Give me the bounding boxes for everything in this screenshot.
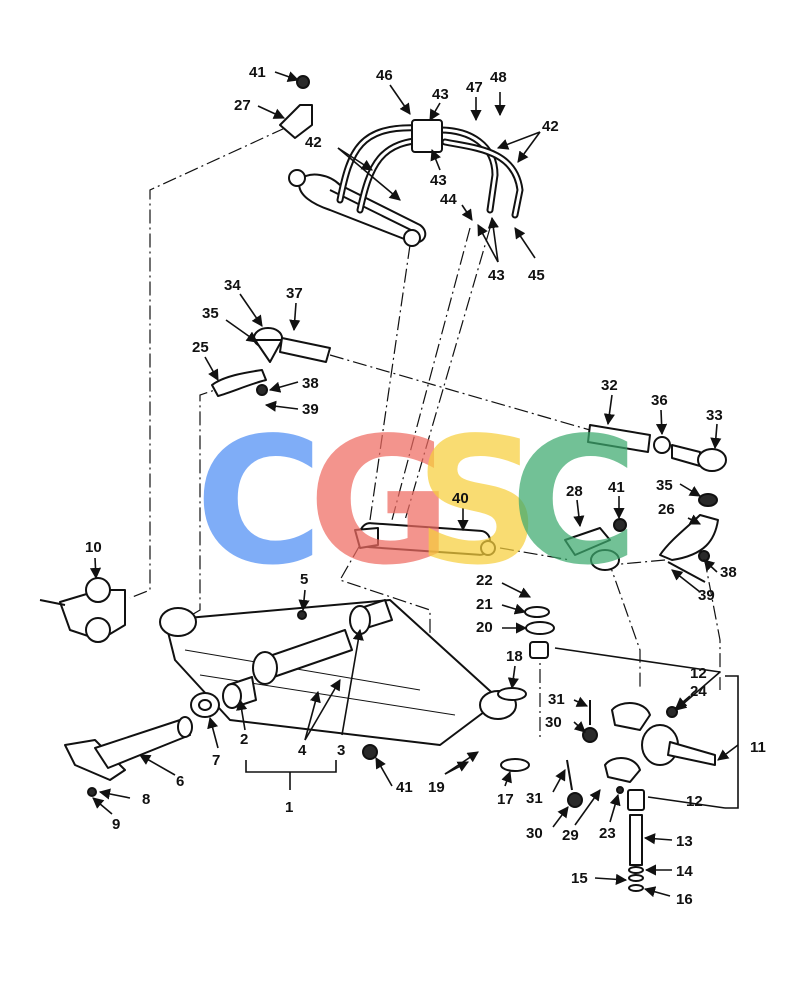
callout-31-b: 31 [526,790,543,807]
steering-knuckle [604,702,716,892]
callout-labels: 41 27 46 43 47 48 42 42 43 44 43 45 34 3… [85,64,766,908]
callout-39-right: 39 [698,587,715,604]
callout-37: 37 [286,285,303,302]
callout-33: 33 [706,407,723,424]
callout-30-b: 30 [526,825,543,842]
front-axle [159,599,517,746]
callout-22: 22 [476,572,493,589]
callout-43-c: 43 [488,267,505,284]
watermark-letter-2: G [308,401,452,604]
callout-45: 45 [528,267,545,284]
callout-15: 15 [571,870,588,887]
callout-21: 21 [476,596,493,613]
callout-9: 9 [112,816,120,833]
callout-16: 16 [676,891,693,908]
callout-28: 28 [566,483,583,500]
elbow-fitting [279,75,313,139]
callout-24: 24 [690,683,707,700]
center-line-arm-left [174,384,231,626]
callout-35-right: 35 [656,477,673,494]
callout-13: 13 [676,833,693,850]
center-line-cylinder [369,244,411,521]
callout-11: 11 [750,739,766,756]
line-art [39,75,727,892]
center-line-left [129,127,286,599]
callout-31-a: 31 [548,691,565,708]
steering-arm-left [211,369,268,397]
callout-7: 7 [212,752,220,769]
pivot-pin [64,692,220,797]
callout-25: 25 [192,339,209,356]
watermark: C G S C [195,401,638,604]
callout-32: 32 [601,377,618,394]
callout-26: 26 [658,501,675,518]
callout-23: 23 [599,825,616,842]
center-line-hose-a [391,227,471,521]
callout-41-bottom: 41 [396,779,413,796]
callout-42-left: 42 [305,134,322,151]
callout-27: 27 [234,97,251,114]
callout-6: 6 [176,773,184,790]
callout-12-b: 12 [686,793,703,810]
tie-rod-left [253,327,331,363]
callout-30-a: 30 [545,714,562,731]
callout-48: 48 [490,69,507,86]
callout-47: 47 [466,79,483,96]
castle-nuts [566,700,624,808]
callout-46: 46 [376,67,393,84]
steering-arm-right [659,514,719,583]
callout-14: 14 [676,863,693,880]
center-line-hose-b [404,227,491,521]
callout-5: 5 [300,571,308,588]
callout-39-left: 39 [302,401,319,418]
callout-4: 4 [298,742,307,759]
callout-20: 20 [476,619,493,636]
callout-40: 40 [452,490,469,507]
callout-2: 2 [240,731,248,748]
callout-29: 29 [562,827,579,844]
center-line-tie-rod [329,354,591,431]
watermark-letter-3: S [415,401,541,604]
callout-8: 8 [142,791,150,808]
callout-12-a: 12 [690,665,707,682]
callout-41-mid: 41 [608,479,625,496]
callout-36: 36 [651,392,668,409]
callout-43-a: 43 [432,86,449,103]
callout-38-left: 38 [302,375,319,392]
tie-rod-right [587,424,727,507]
callout-38-right: 38 [720,564,737,581]
watermark-letter-4: C [510,401,638,604]
callout-34: 34 [224,277,241,294]
callout-1: 1 [285,799,293,816]
callout-41-top: 41 [249,64,266,81]
callout-10: 10 [85,539,102,556]
center-line-arm-right [609,559,666,690]
callout-35-left: 35 [202,305,219,322]
callout-43-b: 43 [430,172,447,189]
callout-17: 17 [497,791,514,808]
leader-lines [89,71,739,898]
callout-18: 18 [506,648,523,665]
callout-3: 3 [337,742,345,759]
callout-44: 44 [440,191,457,208]
tie-rod-end-lower [564,518,627,571]
hydraulic-hoses [336,119,524,219]
steering-spindle-left [39,577,126,643]
watermark-letter-1: C [195,401,323,604]
callout-19: 19 [428,779,445,796]
callout-42-right: 42 [542,118,559,135]
center-line-40-28 [499,547,571,561]
